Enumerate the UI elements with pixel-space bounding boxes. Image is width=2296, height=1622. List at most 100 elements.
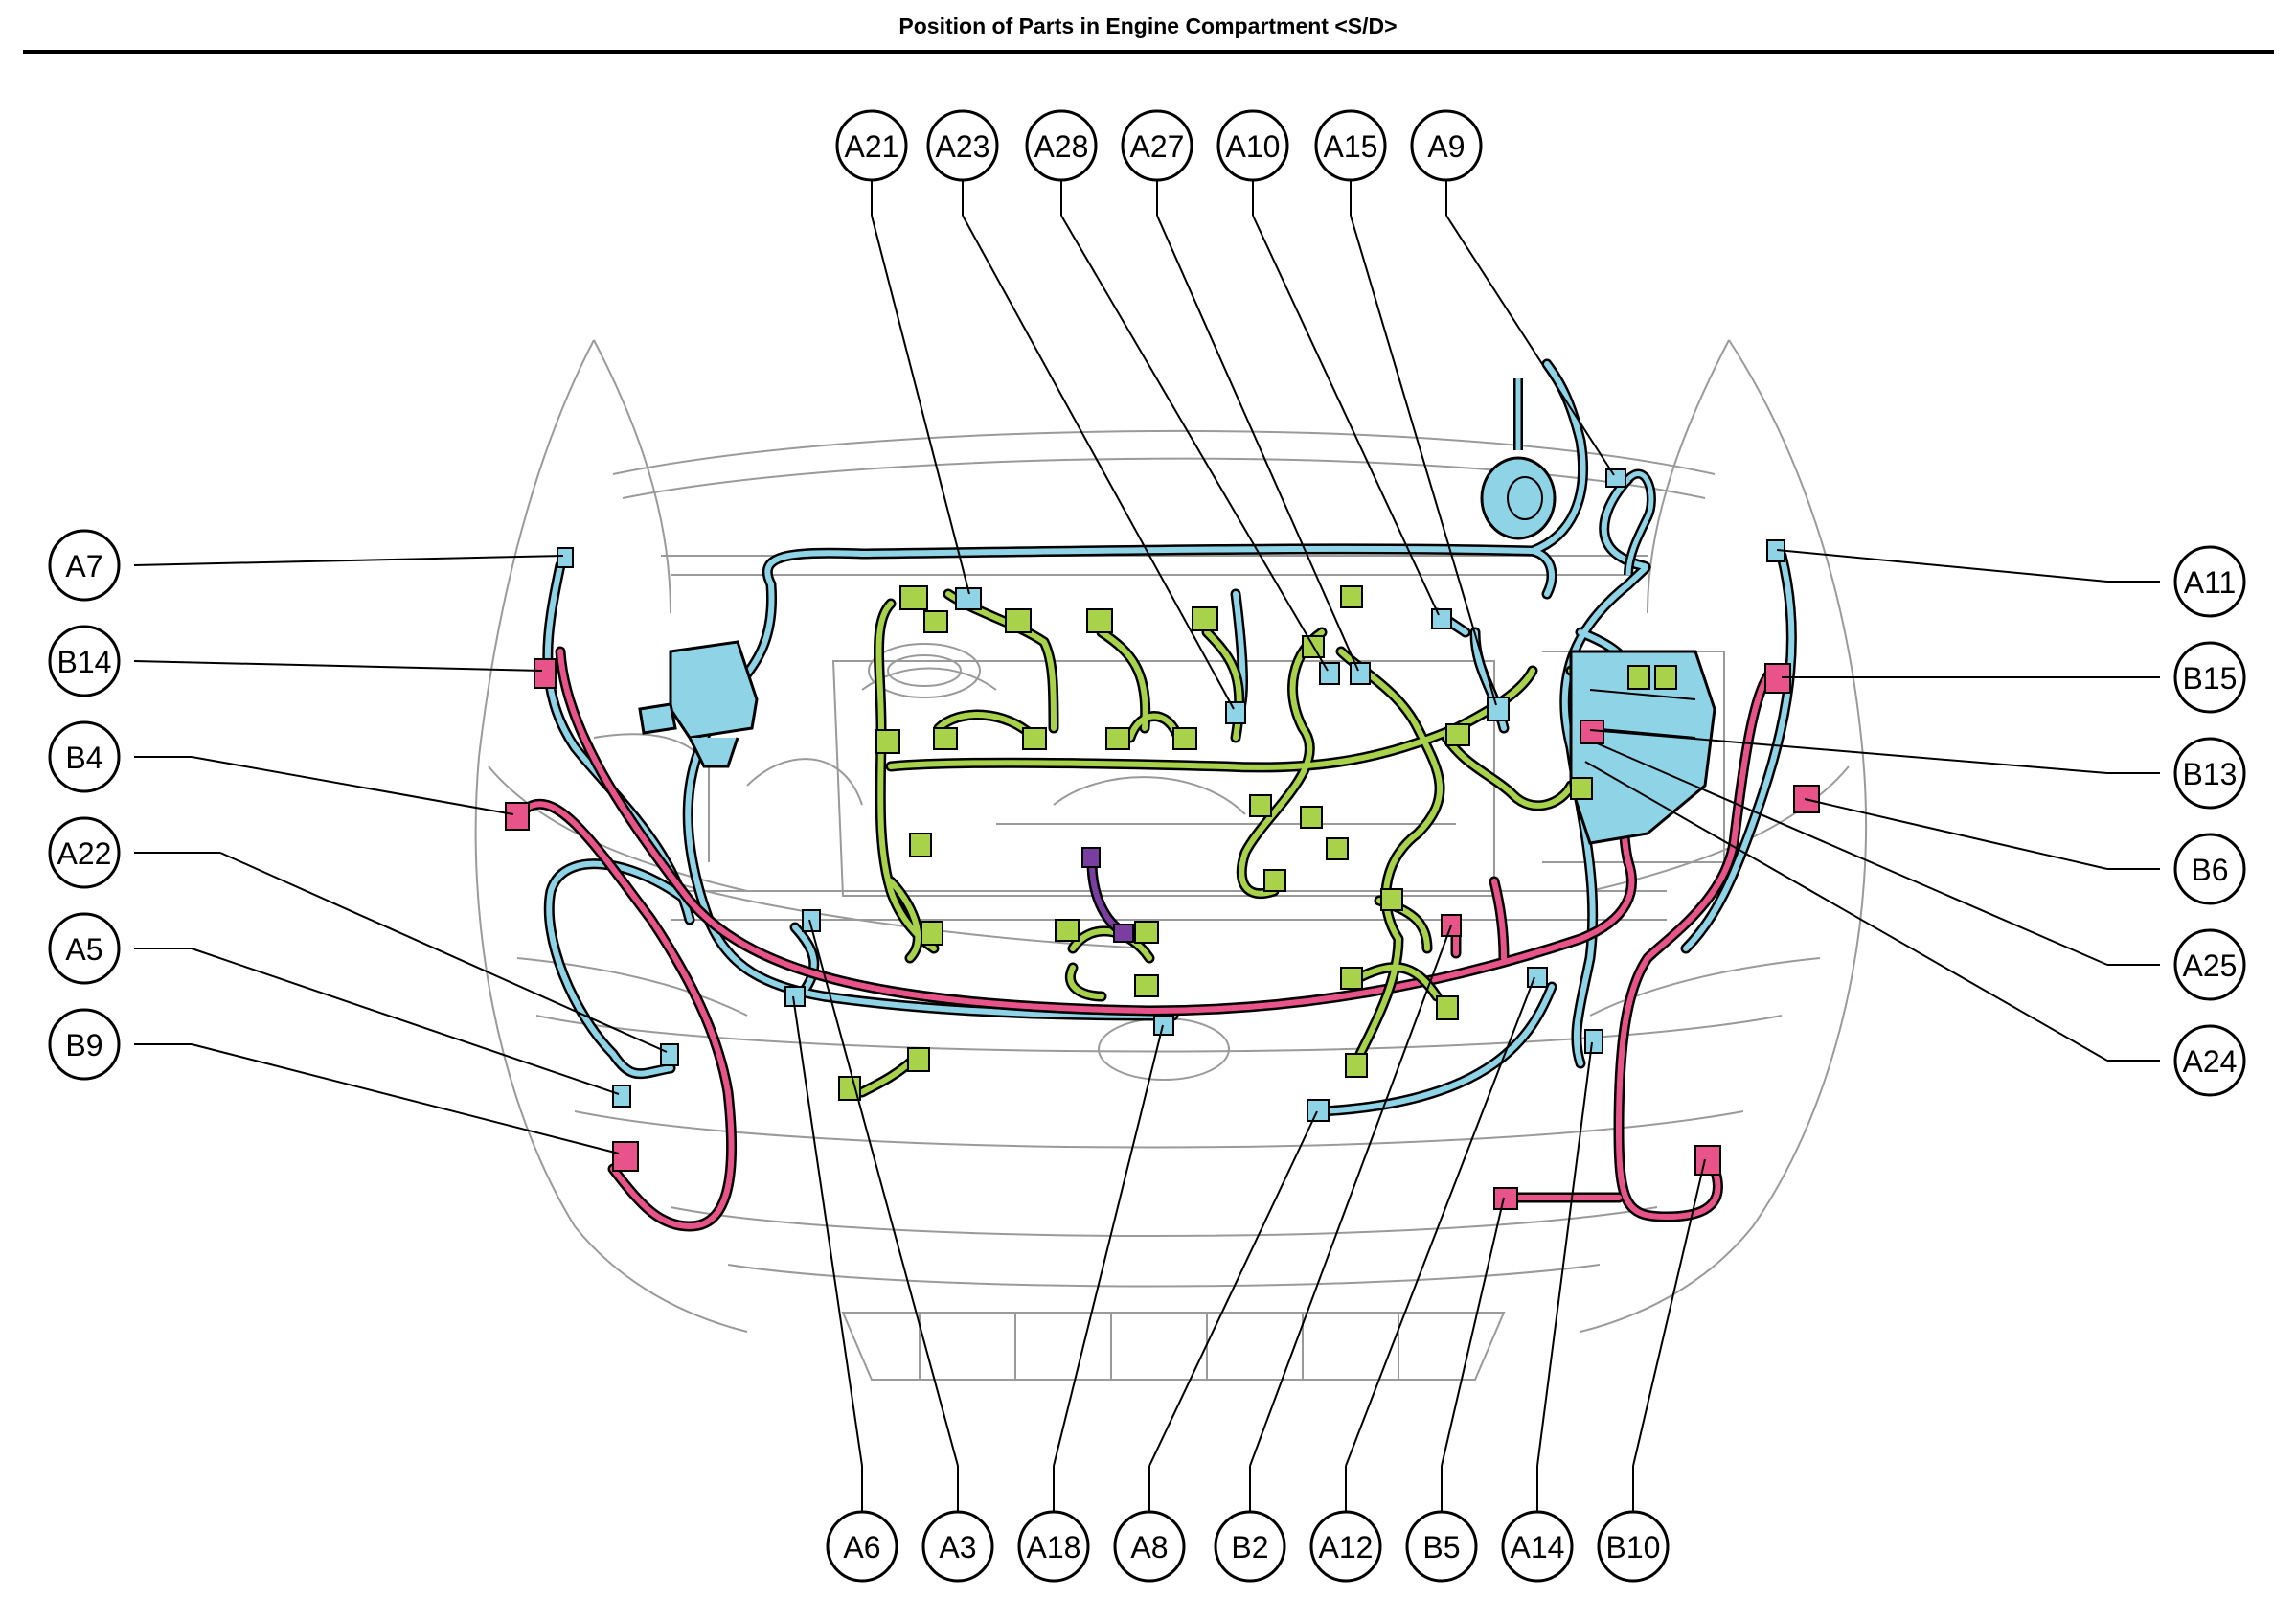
svg-text:A14: A14 [1511,1530,1565,1565]
purple-harness [1081,847,1134,943]
pink-connector-icon [612,1141,639,1172]
green-connector-icon [1172,727,1197,750]
svg-text:A15: A15 [1324,129,1378,164]
blue-connector-icon [1319,662,1340,685]
green-connector-icon [899,585,928,610]
callouts-left: A7 B14 B4 A22 A5 B9 [48,529,121,1081]
green-connector-icon [1326,837,1349,860]
callout-a6: A6 [826,1510,898,1583]
svg-text:B5: B5 [1422,1530,1460,1565]
pink-connector-icon [1493,1187,1518,1210]
svg-text:A10: A10 [1226,129,1281,164]
callout-b4: B4 [48,720,121,793]
green-connector-icon [1436,995,1459,1020]
callout-a10: A10 [1216,109,1289,182]
green-connector-icon [1263,869,1286,892]
green-connector-icon [1627,665,1650,690]
green-connector-icon [1340,585,1363,608]
svg-text:B10: B10 [1606,1530,1661,1565]
callout-a24: A24 [2173,1024,2246,1097]
callout-a11: A11 [2173,545,2246,618]
svg-text:A21: A21 [845,129,899,164]
blue-connector-icon [1584,1029,1603,1054]
svg-text:B9: B9 [65,1028,102,1062]
callouts-bottom: A6 A3 A18 A8 B2 A12 B5 A14 B10 [826,1510,1670,1583]
svg-text:B15: B15 [2183,661,2238,696]
green-connector-icon [921,921,943,946]
pink-harness [519,646,1778,1232]
svg-text:A22: A22 [57,836,112,871]
svg-text:A5: A5 [65,932,102,967]
green-connector-icon [1654,665,1677,690]
blue-connector-icon [1431,608,1452,629]
pink-connector-icon [1694,1145,1721,1176]
blue-connector-icon [1225,701,1246,724]
callout-a3: A3 [921,1510,994,1583]
callout-a27: A27 [1121,109,1193,182]
callout-a22: A22 [48,816,121,889]
callout-b9: B9 [48,1008,121,1081]
page-title: Position of Parts in Engine Compartment … [898,13,1398,38]
pink-connector-icon [505,802,530,831]
callout-b6: B6 [2173,833,2246,905]
svg-text:B4: B4 [65,741,102,775]
svg-text:A12: A12 [1319,1530,1374,1565]
callout-a25: A25 [2173,928,2246,1001]
green-connector-icon [907,1047,930,1072]
callout-a5: A5 [48,912,121,985]
svg-text:B6: B6 [2191,853,2228,887]
callout-b13: B13 [2173,737,2246,810]
svg-text:A3: A3 [939,1530,976,1565]
green-connector-icon [1022,727,1047,750]
callout-b14: B14 [48,625,121,697]
callout-b10: B10 [1597,1510,1670,1583]
blue-connector-icon [1307,1099,1330,1122]
svg-text:A11: A11 [2184,565,2237,600]
green-connector-icon [838,1076,861,1101]
svg-text:A25: A25 [2183,948,2238,983]
green-harness [856,588,1672,1098]
callout-a21: A21 [835,109,908,182]
blue-connector-icon [612,1085,631,1108]
callout-a15: A15 [1314,109,1387,182]
green-connector-icon [1005,608,1032,633]
callout-a28: A28 [1025,109,1098,182]
blue-connector-icon [1527,967,1548,988]
blue-connectors [557,468,1785,1122]
svg-text:A8: A8 [1130,1530,1168,1565]
svg-text:A24: A24 [2183,1044,2238,1079]
green-connector-icon [909,833,932,857]
svg-text:B13: B13 [2183,757,2238,791]
relay-block [638,640,759,768]
callout-b15: B15 [2173,641,2246,714]
title-rule [23,50,2274,54]
svg-text:B2: B2 [1231,1530,1268,1565]
blue-connector-icon [1153,1015,1174,1036]
callouts-right: A11 B15 B13 B6 A25 A24 [2173,545,2246,1097]
callout-a12: A12 [1309,1510,1382,1583]
pink-connectors [505,658,1820,1210]
callout-a8: A8 [1113,1510,1186,1583]
callouts-top: A21 A23 A28 A27 A10 A15 A9 [835,109,1483,182]
green-connector-icon [1134,921,1159,944]
green-connector-icon [923,610,948,633]
leader-lines [133,178,2160,1512]
blue-connector-icon [1350,662,1371,685]
svg-text:A23: A23 [936,129,990,164]
green-connector-icon [1192,606,1218,631]
callout-a14: A14 [1501,1510,1574,1583]
pink-connector-icon [534,658,557,689]
pink-connector-icon [1580,720,1604,744]
callout-a7: A7 [48,529,121,602]
svg-text:A6: A6 [843,1530,880,1565]
green-connector-icon [1105,727,1130,750]
callout-b5: B5 [1405,1510,1478,1583]
green-connector-icon [1300,806,1323,829]
svg-text:A7: A7 [65,549,102,583]
green-connector-icon [1249,794,1272,817]
blue-connector-icon [802,909,821,932]
pink-connector-icon [1793,785,1820,813]
green-connector-icon [1570,777,1593,800]
green-connector-icon [1445,723,1470,746]
